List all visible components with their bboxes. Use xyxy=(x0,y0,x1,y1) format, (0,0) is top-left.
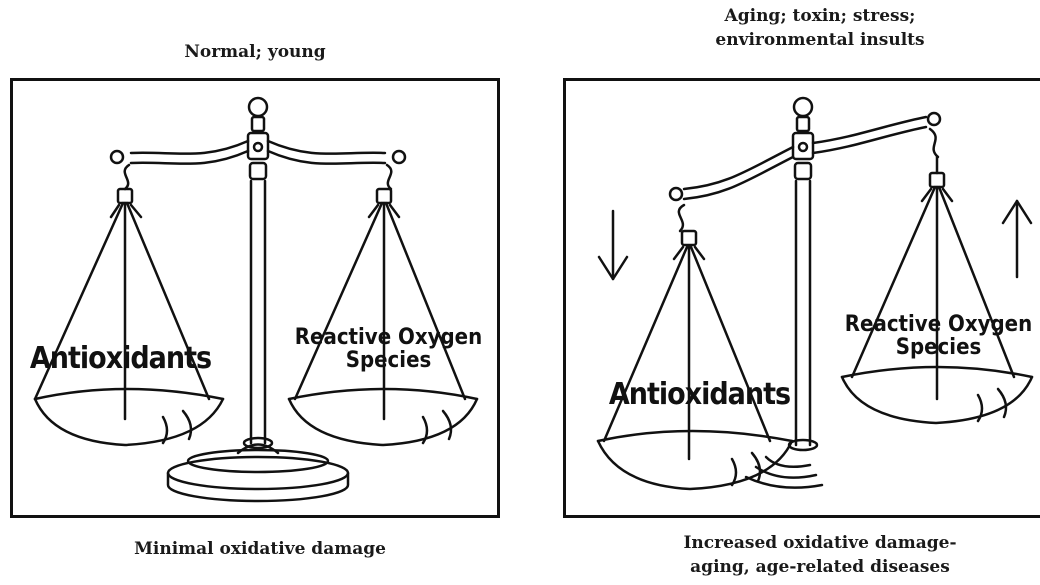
down-arrow-icon xyxy=(599,211,627,279)
ros-label-line-2: Species xyxy=(281,349,496,372)
right-outcome-line-2: aging, age-related diseases xyxy=(640,555,1000,579)
ros-label-line-1: Reactive Oxygen xyxy=(826,313,1040,336)
tipped-scale-illustration xyxy=(566,81,1040,518)
pillar-top-collar xyxy=(795,163,811,179)
right-hook xyxy=(930,129,938,157)
left-pan-shade-2 xyxy=(183,411,191,439)
pillar-top-collar xyxy=(250,163,266,179)
balanced-scale-panel: Antioxidants Reactive Oxygen Species xyxy=(10,78,500,518)
beam-left-arm xyxy=(131,141,248,154)
finial-neck xyxy=(797,117,809,131)
pillar-collar xyxy=(244,438,272,448)
left-hook xyxy=(679,205,684,231)
up-arrow-icon xyxy=(1003,201,1031,277)
right-pan-shade-2 xyxy=(998,389,1006,417)
right-condition-line-2: environmental insults xyxy=(660,28,980,52)
balanced-scale-illustration xyxy=(13,81,500,518)
reactive-oxygen-species-label: Reactive Oxygen Species xyxy=(826,313,1040,359)
antioxidants-label: Antioxidants xyxy=(13,343,228,375)
left-scale-outcome-caption: Minimal oxidative damage xyxy=(100,537,420,561)
scale-finial xyxy=(794,98,812,116)
left-pan-bowl xyxy=(35,399,223,445)
pillar-collar xyxy=(789,440,817,450)
scale-base-top xyxy=(188,450,328,472)
left-pan-bowl xyxy=(598,441,792,489)
ros-label-line-2: Species xyxy=(826,336,1040,359)
left-hook xyxy=(125,165,129,189)
antioxidants-label: Antioxidants xyxy=(592,379,807,411)
right-pan-strings xyxy=(295,203,465,419)
right-pan-shade-2 xyxy=(443,411,451,439)
right-outcome-line-1: Increased oxidative damage- xyxy=(640,531,1000,555)
pivot-block xyxy=(248,133,268,159)
right-hook xyxy=(387,165,391,189)
beam-right-end xyxy=(928,113,940,125)
beam-right-arm xyxy=(268,141,385,154)
pivot-pin xyxy=(254,143,262,151)
left-pan-strings xyxy=(35,203,209,419)
ros-label-line-1: Reactive Oxygen xyxy=(281,326,496,349)
left-scale-condition-caption: Normal; young xyxy=(130,40,380,64)
scale-finial xyxy=(249,98,267,116)
left-pan-strings xyxy=(604,247,770,459)
right-hanger-block xyxy=(930,173,944,187)
right-scale-condition-caption: Aging; toxin; stress; environmental insu… xyxy=(660,4,980,52)
scale-pillar xyxy=(251,181,265,443)
left-hanger-block xyxy=(682,231,696,245)
left-pan-rim xyxy=(35,389,223,399)
left-hanger-block xyxy=(118,189,132,203)
right-scale-outcome-caption: Increased oxidative damage- aging, age-r… xyxy=(640,531,1000,579)
beam-left-end xyxy=(111,151,123,163)
beam-left-arm xyxy=(684,147,793,189)
right-condition-line-1: Aging; toxin; stress; xyxy=(660,4,980,28)
pivot-block xyxy=(793,133,813,159)
beam-left-end xyxy=(670,188,682,200)
pivot-pin xyxy=(799,143,807,151)
left-pan-rim xyxy=(598,431,792,441)
left-pan-shade xyxy=(732,459,736,485)
tipped-scale-panel: Antioxidants Reactive Oxygen Species xyxy=(563,78,1040,518)
beam-right-end xyxy=(393,151,405,163)
beam-left-arm-lower xyxy=(684,157,793,199)
reactive-oxygen-species-label: Reactive Oxygen Species xyxy=(281,326,496,372)
right-hanger-block xyxy=(377,189,391,203)
scale-base-edge-3 xyxy=(746,477,822,488)
finial-neck xyxy=(252,117,264,131)
scale-base-rim xyxy=(168,473,348,501)
scale-base-edge-2 xyxy=(756,467,816,478)
